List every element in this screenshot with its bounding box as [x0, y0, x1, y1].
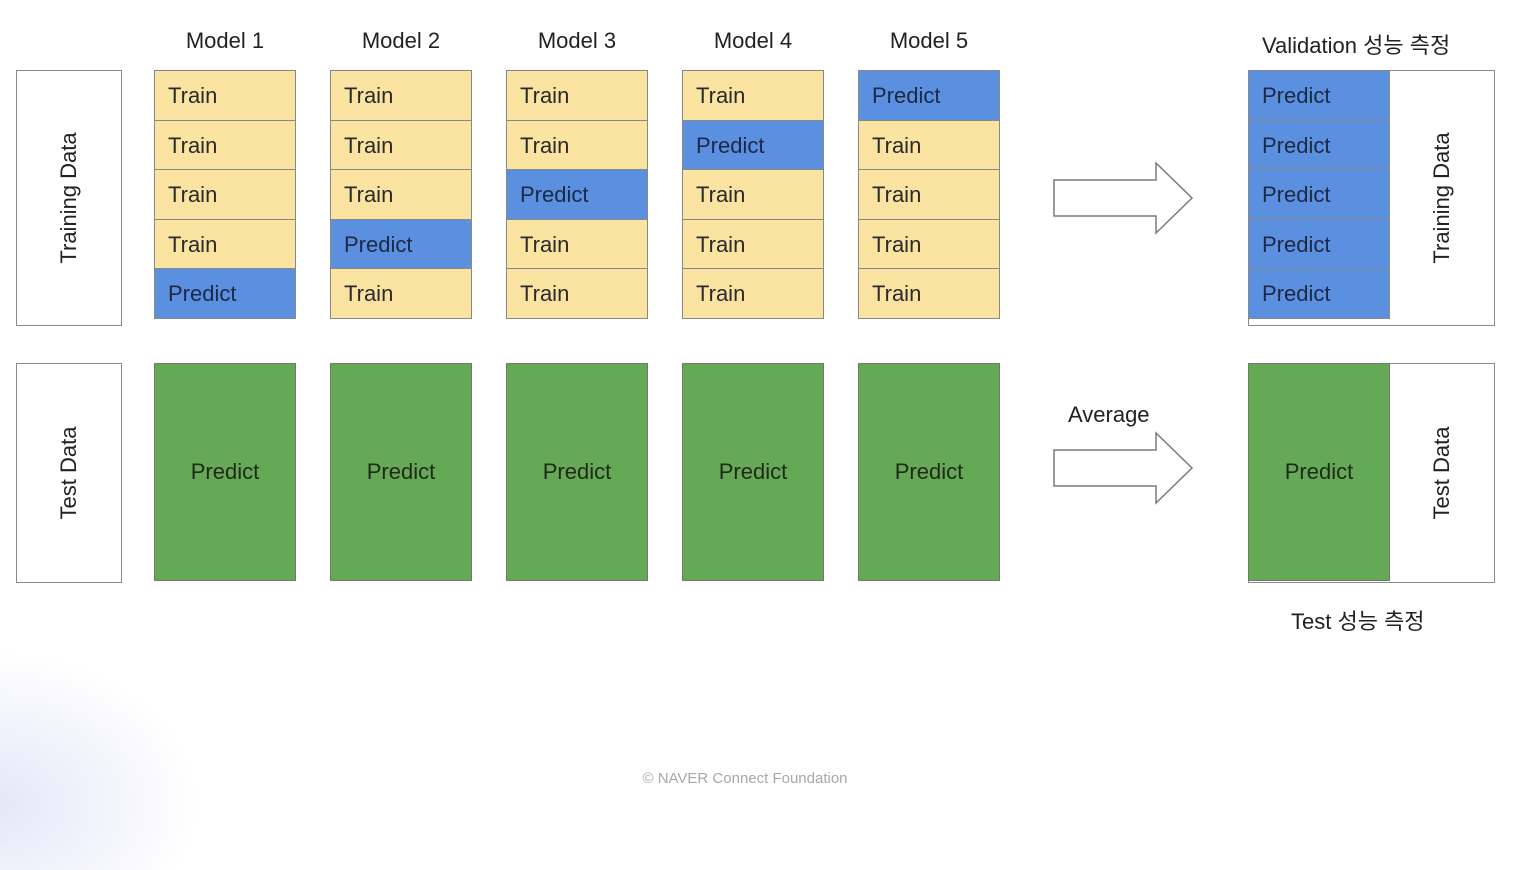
model-4-label: Model 4: [713, 28, 793, 53]
fold-cell: Predict: [858, 70, 1000, 121]
model-2-folds: Train Train Train Predict Train: [330, 70, 472, 319]
fold-cell: Predict: [154, 268, 296, 319]
copyright-footer: © NAVER Connect Foundation: [642, 770, 848, 787]
model-4-test-predict: Predict: [682, 363, 824, 581]
model-3-test-predict: Predict: [506, 363, 648, 581]
model-1-label: Model 1: [185, 28, 265, 53]
validation-title: Validation 성능 측정: [1262, 33, 1451, 58]
model-2-test-predict: Predict: [330, 363, 472, 581]
test-data-label: Test Data: [56, 426, 81, 520]
fold-cell: Train: [506, 218, 648, 270]
fold-cell: Train: [858, 218, 1000, 270]
right-arrow-icon: [1053, 431, 1194, 505]
fold-cell: Train: [330, 119, 472, 171]
model-1-test-predict: Predict: [154, 363, 296, 581]
fold-cell: Train: [682, 218, 824, 270]
fold-cell: Train: [682, 169, 824, 220]
training-data-box: Training Data: [16, 70, 122, 326]
validation-predictions: Predict Predict Predict Predict Predict: [1248, 70, 1390, 319]
validation-predict-cell: Predict: [1248, 218, 1390, 270]
fold-cell: Train: [858, 119, 1000, 171]
model-2-label: Model 2: [361, 28, 441, 53]
fold-cell: Train: [858, 169, 1000, 220]
validation-predict-cell: Predict: [1248, 70, 1390, 121]
fold-cell: Train: [682, 70, 824, 121]
validation-predict-cell: Predict: [1248, 119, 1390, 171]
fold-cell: Train: [506, 119, 648, 171]
fold-cell: Train: [330, 268, 472, 319]
fold-cell: Predict: [506, 169, 648, 220]
model-5-label: Model 5: [889, 28, 969, 53]
test-data-box: Test Data: [16, 363, 122, 583]
average-label: Average: [1068, 402, 1150, 427]
fold-cell: Train: [506, 268, 648, 319]
fold-cell: Predict: [682, 119, 824, 171]
fold-cell: Train: [154, 70, 296, 121]
validation-predict-cell: Predict: [1248, 169, 1390, 220]
model-3-label: Model 3: [537, 28, 617, 53]
model-5-folds: Predict Train Train Train Train: [858, 70, 1000, 319]
model-5-test-predict: Predict: [858, 363, 1000, 581]
result-test-data-label: Test Data: [1429, 426, 1454, 520]
result-training-data-label: Training Data: [1429, 132, 1454, 264]
training-data-label: Training Data: [56, 132, 81, 264]
fold-cell: Train: [506, 70, 648, 121]
fold-cell: Train: [154, 119, 296, 171]
fold-cell: Predict: [330, 218, 472, 270]
model-1-folds: Train Train Train Train Predict: [154, 70, 296, 319]
fold-cell: Train: [330, 169, 472, 220]
fold-cell: Train: [682, 268, 824, 319]
background-glow: [0, 650, 200, 870]
fold-cell: Train: [154, 218, 296, 270]
model-4-folds: Train Predict Train Train Train: [682, 70, 824, 319]
validation-predict-cell: Predict: [1248, 268, 1390, 319]
fold-cell: Train: [154, 169, 296, 220]
right-arrow-icon: [1053, 161, 1194, 235]
fold-cell: Train: [858, 268, 1000, 319]
fold-cell: Train: [330, 70, 472, 121]
test-caption: Test 성능 측정: [1291, 609, 1425, 634]
averaged-test-predict: Predict: [1248, 363, 1390, 581]
model-3-folds: Train Train Predict Train Train: [506, 70, 648, 319]
